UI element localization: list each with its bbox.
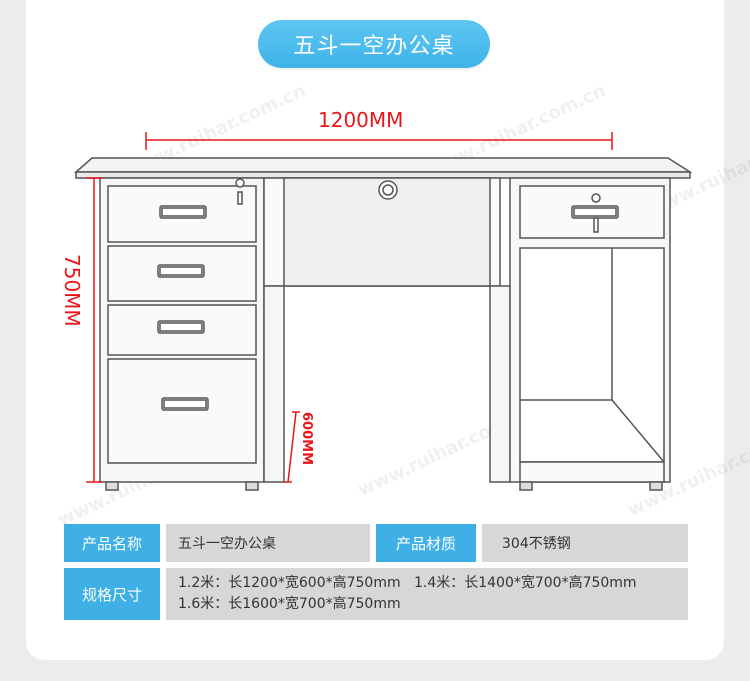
spec-name-value: 五斗一空办公桌 bbox=[166, 524, 370, 562]
height-dimension-label: 750MM bbox=[60, 254, 84, 327]
spec-size-label: 规格尺寸 bbox=[64, 568, 160, 620]
width-dimension-label: 1200MM bbox=[318, 108, 404, 132]
depth-dimension-label: 600MM bbox=[299, 412, 314, 466]
spec-size-line-1: 1.2米：长1200*宽600*高750mm 1.4米：长1400*宽700*高… bbox=[178, 575, 637, 591]
product-title-badge: 五斗一空办公桌 bbox=[258, 20, 490, 68]
spec-material-value: 304不锈钢 bbox=[482, 524, 688, 562]
spec-size-line-2: 1.6米：长1600*宽700*高750mm bbox=[178, 596, 401, 612]
spec-size-value: 1.2米：长1200*宽600*高750mm 1.4米：长1400*宽700*高… bbox=[166, 568, 688, 620]
spec-material-label: 产品材质 bbox=[376, 524, 476, 562]
spec-name-label: 产品名称 bbox=[64, 524, 160, 562]
